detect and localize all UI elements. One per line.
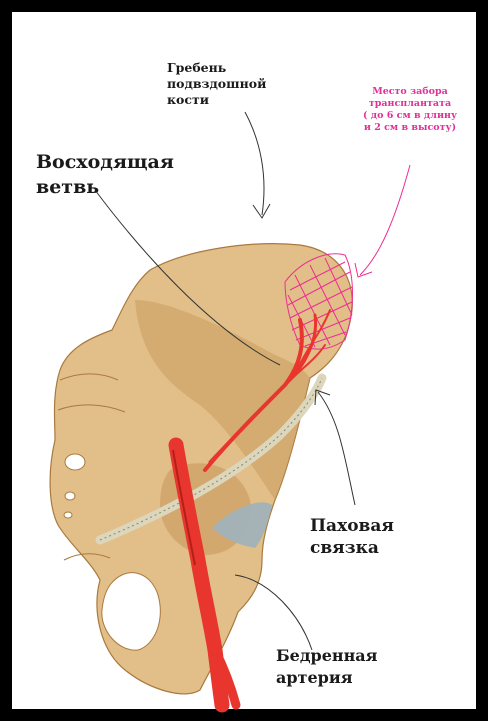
foramen-3 [64,512,72,518]
foramen-2 [65,492,75,500]
femoral-artery-label: Бедренная артерия [276,645,378,689]
iliac-crest-label: Гребень подвздошной кости [167,60,266,108]
crest-arrow [245,112,264,215]
inguinal-ligament-label: Паховая связка [310,515,394,559]
ascending-branch-label: Восходящая ветвь [36,150,174,200]
graft-arrow [360,165,410,275]
graft-site-label: Место забора трансплантата ( до 6 см в д… [362,86,458,134]
inguinal-arrow [318,392,355,505]
foramen-1 [65,454,85,470]
